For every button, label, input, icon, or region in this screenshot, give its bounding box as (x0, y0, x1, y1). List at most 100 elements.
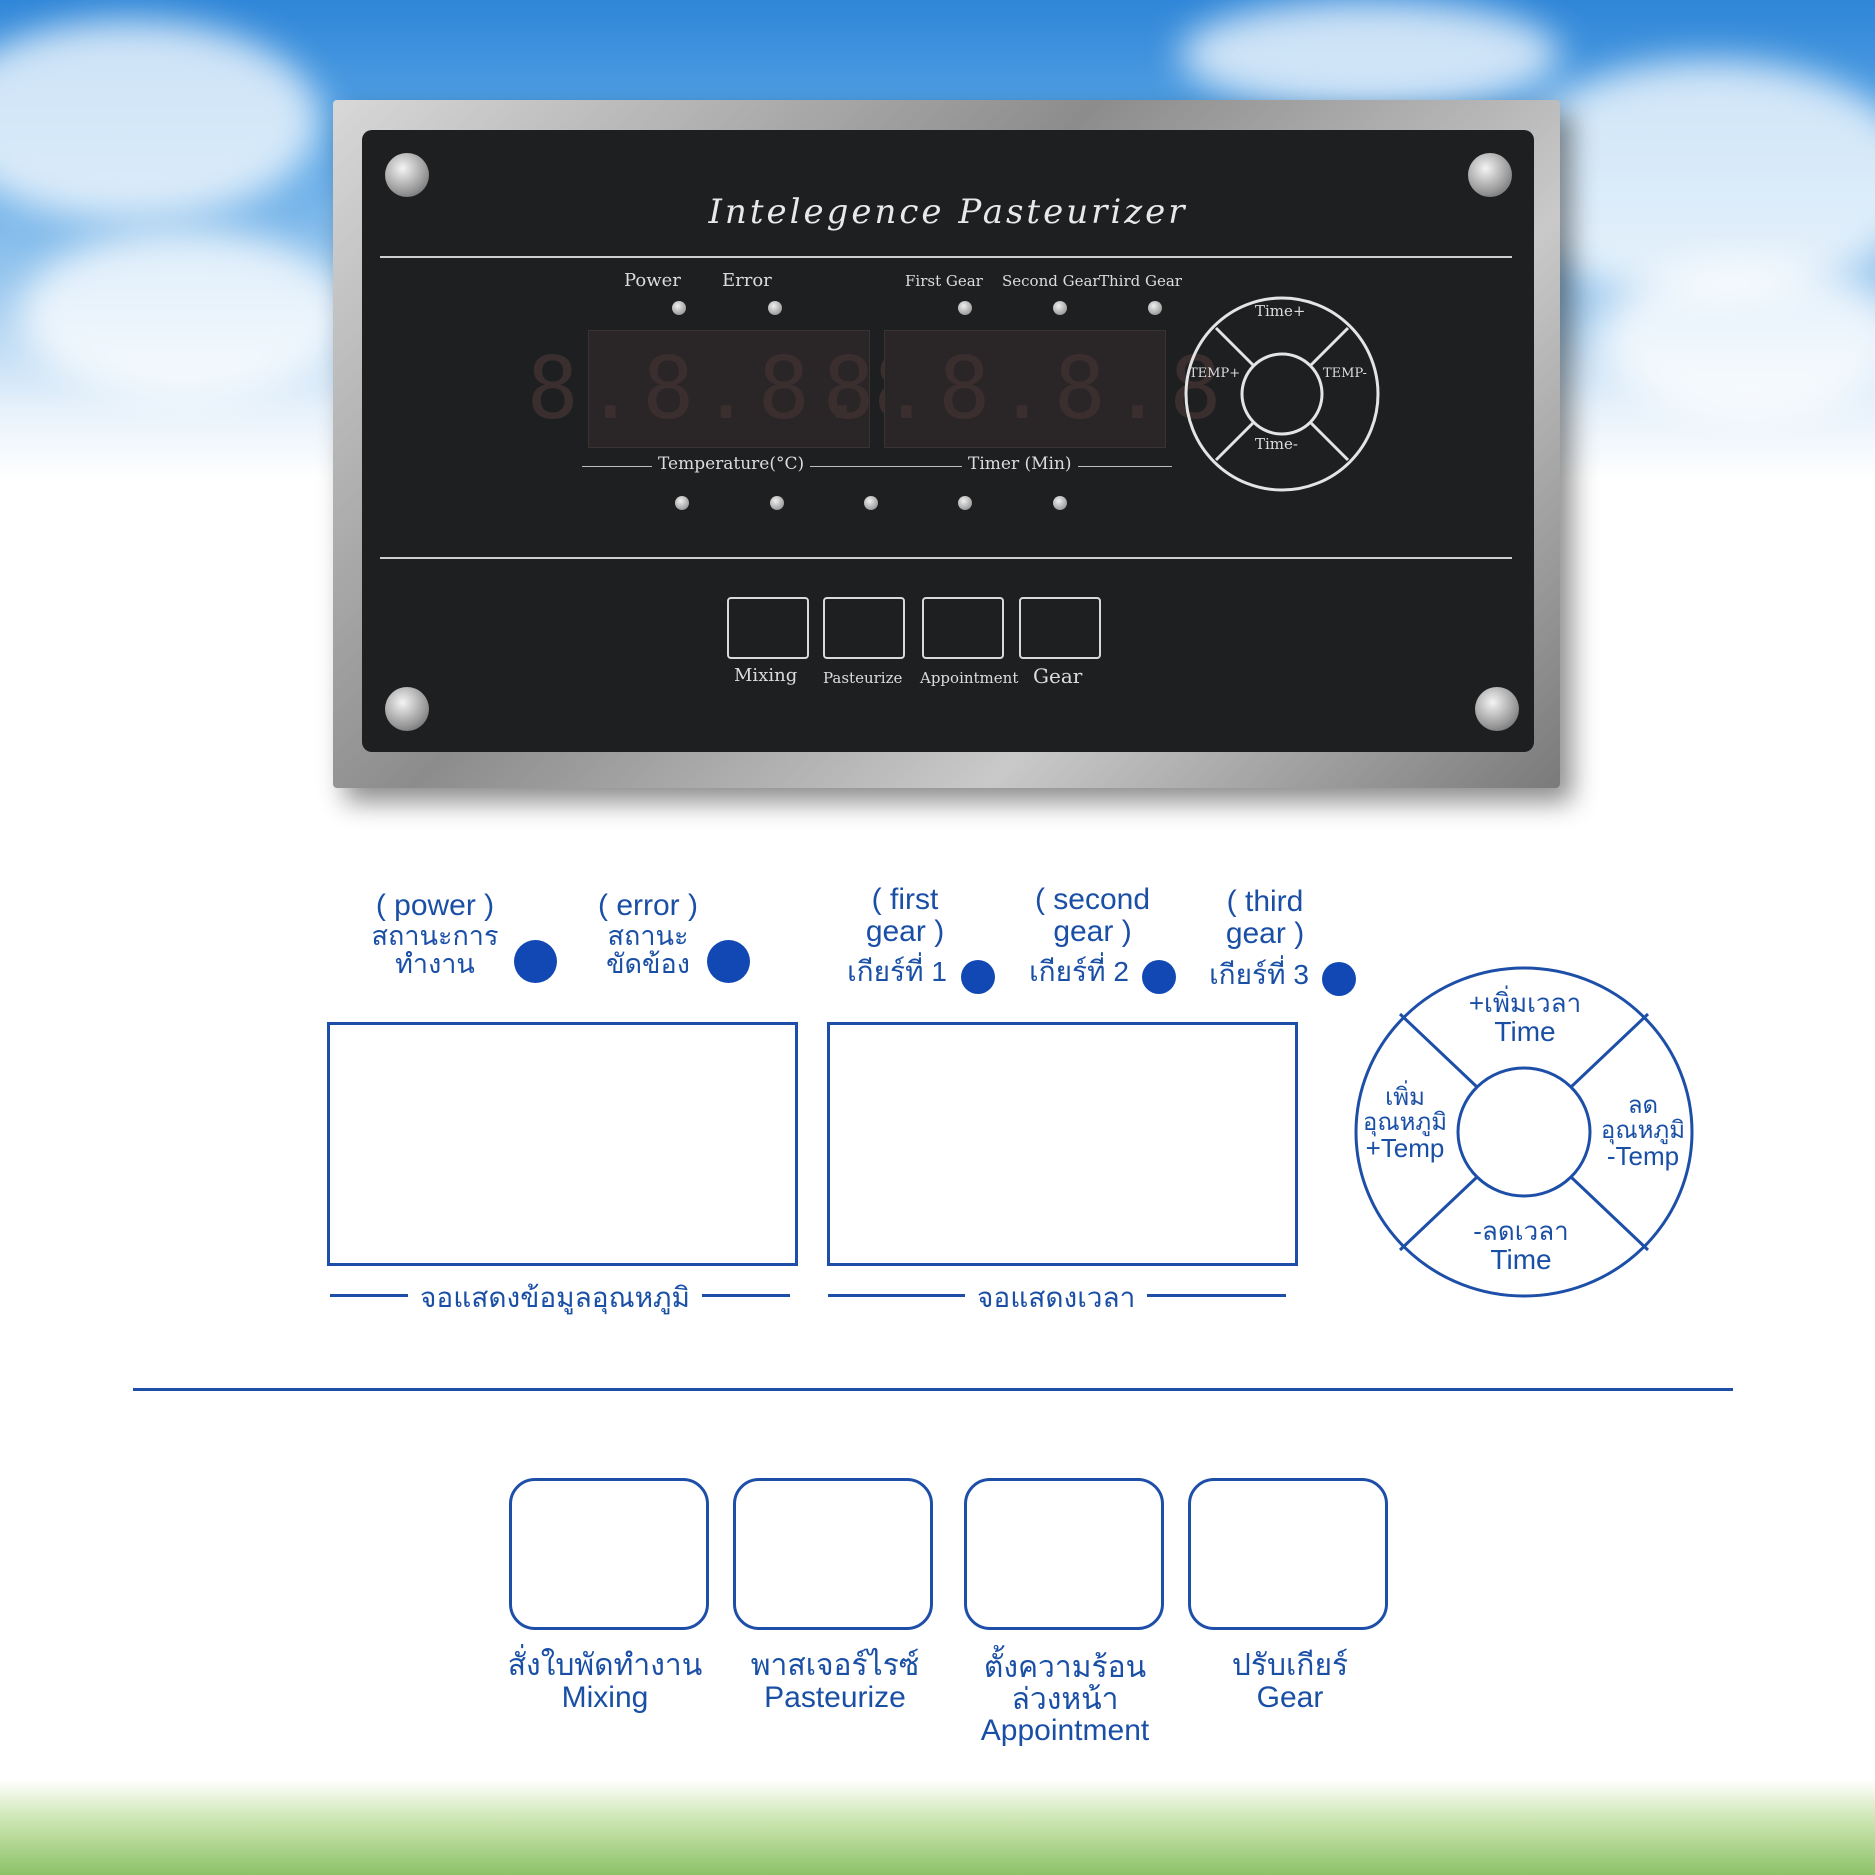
first-gear-en-1: ( first (871, 883, 939, 916)
device-time-minus-button[interactable]: Time- (1255, 435, 1298, 453)
timer-display-label: Timer (Min) (962, 454, 1078, 474)
error-th-1: สถานะ (607, 920, 689, 951)
device-pasteurize-button[interactable] (823, 597, 905, 659)
device-gear-label: Gear (1033, 664, 1083, 688)
bolt-icon (1468, 153, 1512, 197)
first-gear-indicator-label: First Gear (905, 272, 983, 290)
temperature-digits: 8.8.8.8 (526, 339, 932, 439)
temperature-display-box (327, 1022, 798, 1266)
grass-strip (0, 1780, 1875, 1875)
time-plus-caption[interactable]: +เพิ่มเวลา Time (1450, 988, 1600, 1048)
first-gear-caption: ( first gear ) (835, 884, 975, 947)
second-gear-th: เกียร์ที่ 2 (1029, 956, 1129, 987)
time-minus-th: -ลดเวลา (1473, 1216, 1569, 1246)
cloud (1500, 60, 1875, 300)
section-divider (133, 1388, 1733, 1391)
time-display-caption: จอแสดงเวลา (965, 1276, 1148, 1320)
bolt-icon (1475, 687, 1519, 731)
error-indicator-dot (707, 940, 750, 983)
bolt-icon (385, 687, 429, 731)
error-indicator-label: Error (722, 270, 772, 291)
third-gear-led (1148, 301, 1162, 315)
led (675, 496, 689, 510)
error-en: ( error ) (598, 889, 698, 922)
third-gear-en-1: ( third (1226, 885, 1304, 918)
time-minus-caption[interactable]: -ลดเวลา Time (1446, 1216, 1596, 1276)
divider (582, 466, 1172, 467)
temp-minus-caption[interactable]: ลด อุณหภูมิ -Temp (1588, 1093, 1698, 1171)
third-gear-indicator-label: Third Gear (1099, 272, 1182, 290)
pasteurize-th: พาสเจอร์ไรซ์ (750, 1649, 920, 1682)
error-indicator-caption: ( error ) สถานะ ขัดข้อง (578, 890, 718, 978)
device-mixing-label: Mixing (734, 665, 798, 686)
time-plus-th: +เพิ่มเวลา (1468, 988, 1582, 1018)
gear-caption: ปรับเกียร์ Gear (1165, 1650, 1415, 1713)
second-gear-indicator-label: Second Gear (1002, 272, 1100, 290)
third-gear-caption: ( third gear ) (1195, 886, 1335, 949)
divider (380, 256, 1512, 258)
third-gear-en-2: gear ) (1225, 916, 1305, 950)
mixing-th: สั่งใบพัดทำงาน (507, 1649, 703, 1682)
cloud (1180, 0, 1560, 110)
device-temp-minus-button[interactable]: TEMP- (1323, 366, 1367, 381)
temperature-display-caption: จอแสดงข้อมูลอุณหภูมิ (408, 1276, 702, 1320)
power-led (672, 301, 686, 315)
power-indicator-label: Power (624, 270, 681, 291)
pasteurize-en: Pasteurize (764, 1680, 906, 1714)
temperature-display: 8.8.8.8 (526, 330, 932, 448)
gear-button-diagram[interactable] (1188, 1478, 1388, 1630)
power-en: ( power ) (375, 889, 495, 922)
appointment-th-1: ตั้งความร้อน (983, 1651, 1147, 1684)
temp-plus-th-2: อุณหภูมิ (1362, 1109, 1448, 1137)
gear-en: Gear (1256, 1680, 1324, 1714)
power-indicator-dot (514, 940, 557, 983)
second-gear-en-2: gear ) (1053, 914, 1132, 948)
error-th-2: ขัดข้อง (606, 948, 690, 979)
mixing-en: Mixing (561, 1680, 649, 1714)
timer-digits: 8.8.8.8 (822, 339, 1228, 439)
pasteurize-button-diagram[interactable] (733, 1478, 933, 1630)
second-gear-led (1053, 301, 1067, 315)
device-temp-plus-button[interactable]: TEMP+ (1189, 366, 1241, 381)
device-mixing-button[interactable] (727, 597, 809, 659)
cloud (1600, 260, 1875, 420)
appointment-button-diagram[interactable] (964, 1478, 1164, 1630)
second-gear-dot (1142, 960, 1176, 994)
time-minus-en: Time (1490, 1244, 1552, 1276)
led (958, 496, 972, 510)
bolt-icon (385, 153, 429, 197)
second-gear-en-1: ( second (1034, 883, 1151, 916)
device-gear-button[interactable] (1019, 597, 1101, 659)
temp-plus-caption[interactable]: เพิ่ม อุณหภูมิ +Temp (1350, 1085, 1460, 1163)
first-gear-th: เกียร์ที่ 1 (847, 956, 947, 987)
mixing-button-diagram[interactable] (509, 1478, 709, 1630)
second-gear-caption: ( second gear ) (1010, 884, 1175, 947)
first-gear-en-2: gear ) (865, 914, 945, 948)
timer-display: 8.8.8.8 (822, 330, 1228, 448)
device-title: Intelegence Pasteurizer (708, 192, 1188, 232)
device-appointment-label: Appointment (920, 669, 1019, 687)
error-led (768, 301, 782, 315)
power-indicator-caption: ( power ) สถานะการ ทำงาน (360, 890, 510, 978)
control-dial-diagram (1354, 966, 1694, 1298)
first-gear-led (958, 301, 972, 315)
cloud (0, 20, 320, 220)
device-appointment-button[interactable] (922, 597, 1004, 659)
divider (380, 557, 1512, 559)
pasteurize-caption: พาสเจอร์ไรซ์ Pasteurize (710, 1650, 960, 1713)
temp-minus-th-1: ลด (1627, 1092, 1659, 1119)
third-gear-dot (1322, 962, 1356, 996)
device-time-plus-button[interactable]: Time+ (1255, 302, 1306, 320)
time-plus-en: Time (1494, 1016, 1556, 1048)
first-gear-dot (961, 960, 995, 994)
gear-th: ปรับเกียร์ (1231, 1649, 1349, 1682)
time-display-box (827, 1022, 1298, 1266)
temp-minus-en: -Temp (1606, 1141, 1680, 1172)
third-gear-th: เกียร์ที่ 3 (1209, 959, 1309, 990)
appointment-th-2: ล่วงหน้า (1011, 1682, 1119, 1716)
temp-minus-th-2: อุณหภูมิ (1600, 1117, 1686, 1145)
device-control-dial (1184, 296, 1380, 492)
mixing-caption: สั่งใบพัดทำงาน Mixing (480, 1650, 730, 1713)
led (1053, 496, 1067, 510)
led (864, 496, 878, 510)
